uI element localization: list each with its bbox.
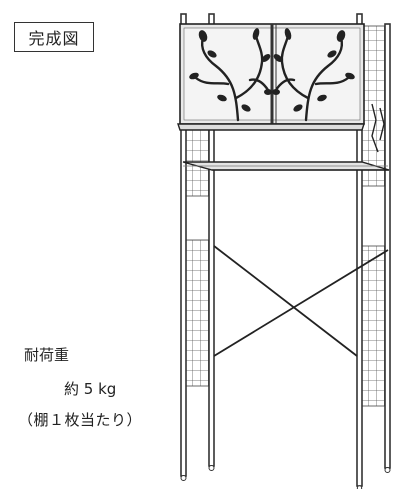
- load-capacity-value: 約 5 kg: [64, 380, 117, 398]
- middle-shelf-board: [182, 161, 390, 171]
- cross-brace: [213, 245, 389, 357]
- hanging-hook: [371, 103, 385, 153]
- load-capacity-heading: 耐荷重: [24, 346, 70, 364]
- post-feet: [180, 465, 391, 489]
- top-shelf-board: [177, 123, 365, 131]
- figure-title: 完成図: [14, 22, 94, 52]
- left-side-lattice: [183, 125, 213, 387]
- top-decorative-panel: [179, 23, 365, 125]
- load-capacity-note: （棚１枚当たり）: [18, 411, 143, 429]
- rack-posts: [180, 13, 391, 487]
